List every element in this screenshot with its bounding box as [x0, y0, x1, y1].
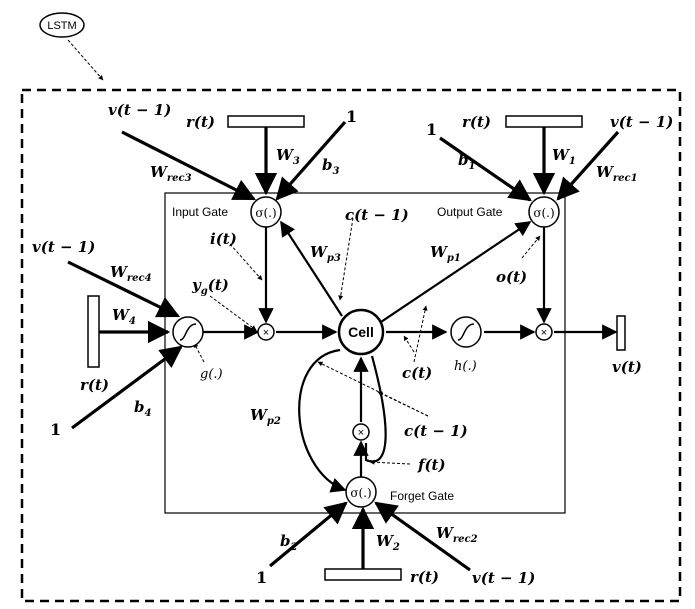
v-output-bar — [616, 315, 626, 351]
lstm-badge-label: LSTM — [47, 20, 76, 32]
cell-label: Cell — [348, 324, 374, 340]
label-wrec1: Wrec1 — [596, 163, 638, 184]
input-gate-title: Input Gate — [172, 205, 228, 219]
forget-gate-sigma-label: σ(.) — [350, 486, 371, 500]
label-w3: W3 — [276, 146, 300, 167]
label-yg-t: yg(t) — [191, 276, 229, 297]
label-b4: b4 — [134, 398, 152, 419]
label-one-input-gate: 1 — [346, 107, 357, 126]
label-r-t-input-gate: r(t) — [186, 113, 215, 131]
badge-pointer — [67, 39, 104, 81]
label-b1: b1 — [458, 151, 475, 172]
label-h: h(.) — [454, 359, 477, 374]
label-g: g(.) — [200, 367, 223, 382]
input-squash-node — [172, 316, 204, 348]
output-gate-sigma-label: σ(.) — [533, 206, 554, 220]
label-c-t: c(t) — [402, 364, 432, 382]
label-v-tm1-output-gate: v(t − 1) — [610, 113, 673, 131]
label-wrec3: Wrec3 — [150, 163, 192, 184]
label-i-t: i(t) — [210, 230, 237, 248]
label-wp1: Wp1 — [430, 243, 461, 264]
forget-gate-sigma — [345, 476, 377, 508]
output-squash-node — [450, 316, 482, 348]
forget-gate-title: Forget Gate — [390, 489, 454, 503]
input-multiplier-symbol: × — [263, 327, 269, 339]
label-wrec2: Wrec2 — [436, 524, 478, 545]
label-r-t-output-gate: r(t) — [462, 113, 491, 131]
output-multiplier-symbol: × — [541, 327, 547, 339]
r-input-bar-top-right — [505, 115, 583, 128]
label-one-output-gate: 1 — [426, 120, 437, 139]
input-squash-curve — [179, 323, 197, 341]
r-input-bar-top-left — [227, 115, 305, 128]
label-o-t: o(t) — [496, 268, 527, 286]
label-one-block-input: 1 — [50, 420, 61, 439]
label-v-tm1-forget-gate: v(t − 1) — [472, 569, 535, 587]
label-c-tm1-bottom: c(t − 1) — [404, 422, 468, 440]
forget-multiplier — [352, 423, 370, 441]
output-gate-sigma — [528, 196, 560, 228]
label-wp2: Wp2 — [250, 406, 281, 427]
input-multiplier — [257, 323, 275, 341]
label-w1: W1 — [552, 146, 576, 167]
label-w2: W2 — [376, 532, 400, 553]
r-input-bar-left — [87, 295, 100, 368]
cell-node — [337, 308, 385, 356]
input-gate-sigma-label: σ(.) — [255, 206, 276, 220]
output-multiplier — [535, 323, 553, 341]
label-b2: b2 — [280, 532, 298, 553]
label-w4: W4 — [112, 306, 136, 327]
output-gate-title: Output Gate — [437, 205, 503, 219]
label-v-tm1-input-gate: v(t − 1) — [108, 101, 171, 119]
label-v-t-output: v(t) — [612, 358, 642, 376]
label-v-tm1-block-input: v(t − 1) — [32, 238, 95, 256]
r-input-bar-bottom — [324, 568, 402, 581]
input-gate-sigma — [250, 196, 282, 228]
label-r-t-forget-gate: r(t) — [410, 568, 439, 586]
label-wrec4: Wrec4 — [110, 263, 152, 284]
label-b3: b3 — [322, 156, 340, 177]
label-c-tm1-top: c(t − 1) — [345, 206, 409, 224]
label-wp3: Wp3 — [310, 243, 341, 264]
label-f-t: f(t) — [417, 456, 446, 474]
label-one-forget-gate: 1 — [256, 568, 267, 587]
label-r-t-block-input: r(t) — [80, 376, 109, 394]
output-squash-curve — [457, 323, 475, 341]
forget-multiplier-symbol: × — [358, 427, 364, 439]
lstm-badge — [39, 12, 85, 38]
